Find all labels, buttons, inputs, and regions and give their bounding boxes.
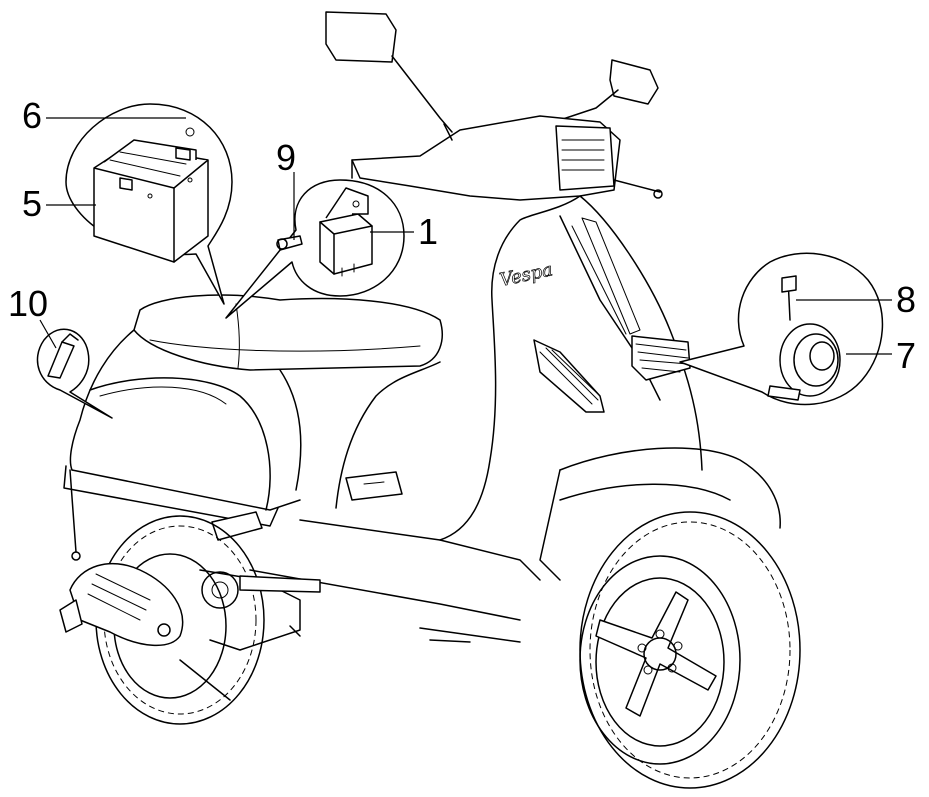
handlebar	[351, 115, 663, 201]
callout-label-10: 10	[8, 283, 48, 324]
battery-callout	[65, 103, 233, 305]
callout-label-5: 5	[22, 183, 42, 224]
seat	[133, 294, 443, 371]
scooter-illustration: Vespa	[59, 11, 801, 789]
relay-callout	[225, 179, 405, 319]
engine	[69, 469, 321, 701]
callout-label-7: 7	[896, 335, 916, 376]
callout-label-1: 1	[418, 211, 438, 252]
front-fender	[539, 447, 781, 581]
rear-body	[63, 329, 541, 621]
callout-label-9: 9	[276, 137, 296, 178]
callout-label-6: 6	[22, 95, 42, 136]
horn-callout	[679, 252, 884, 406]
horn-icon	[767, 275, 841, 401]
left-mirror	[325, 11, 453, 133]
fuse-clip-callout	[36, 328, 113, 419]
callout-label-8: 8	[896, 279, 916, 320]
relay-icon	[276, 187, 373, 277]
battery-icon	[93, 127, 209, 263]
fuse-clip-icon	[47, 333, 79, 379]
callout-labels: 6 5 9 1 8 7 10	[8, 95, 916, 376]
leader-lines	[39, 117, 892, 355]
front-wheel	[579, 511, 801, 789]
leg-shield: Vespa	[439, 195, 703, 541]
exhaust	[59, 562, 184, 646]
brand-script: Vespa	[498, 259, 555, 291]
right-mirror	[559, 59, 659, 121]
center-stand	[289, 625, 521, 643]
